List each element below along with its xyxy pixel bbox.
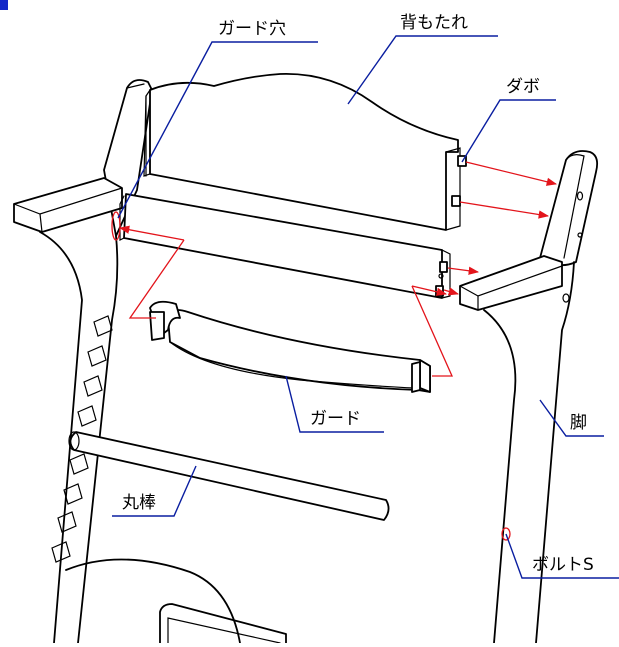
label-bolt-s: ボルトS <box>532 555 594 575</box>
guard-right-path <box>411 285 454 377</box>
leader-lines <box>112 35 619 579</box>
seat-base <box>65 558 287 644</box>
guard-right-arrow <box>411 285 448 296</box>
backrest-part <box>143 73 467 231</box>
guard-part <box>149 300 431 393</box>
crossbar <box>119 193 451 299</box>
assembly-arrows <box>111 161 558 541</box>
label-round-bar: 丸棒 <box>122 493 156 513</box>
label-dowel: ダボ <box>506 77 540 97</box>
dowel-arrow-upper <box>465 161 558 186</box>
dowel-arrow-lower <box>459 201 550 219</box>
corner-mark <box>0 0 8 10</box>
label-guard-hole: ガード穴 <box>218 19 286 39</box>
label-backrest: 背もたれ <box>400 13 468 33</box>
left-leg <box>13 79 153 644</box>
guard-left-path <box>128 239 185 319</box>
bolt-hole-mark <box>501 527 511 541</box>
label-guard: ガード <box>310 409 361 429</box>
right-leg <box>459 150 599 644</box>
guard-hole-mark <box>111 211 121 241</box>
round-bar-part <box>68 431 390 521</box>
guard-left-arrow <box>118 225 185 241</box>
crossbar-arrow-upper <box>447 266 480 275</box>
label-leg: 脚 <box>570 413 587 433</box>
